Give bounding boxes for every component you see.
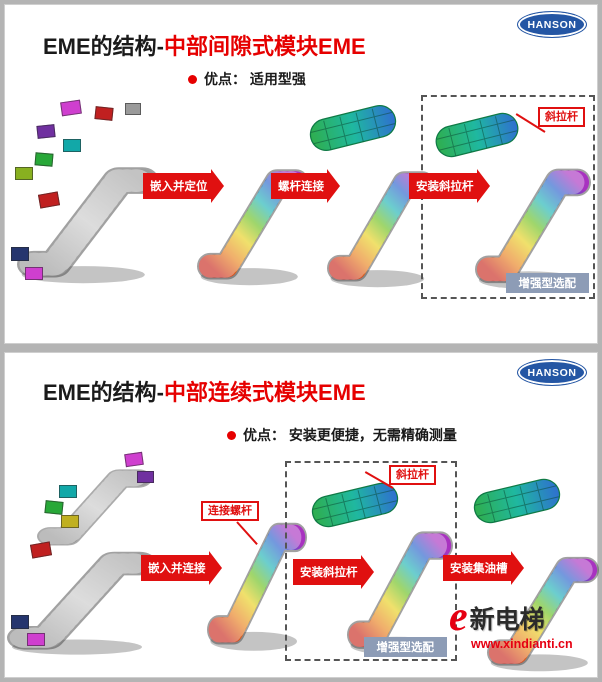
callout-diagonal-rod-label: 斜拉杆 [396, 469, 429, 481]
watermark-brand-row: e 新电梯 [449, 594, 545, 640]
part-red [94, 106, 114, 121]
part-gray [125, 103, 141, 115]
hanson-logo-text: HANSON [527, 18, 577, 31]
xindianti-watermark: e 新电梯 www.xindianti.cn [449, 594, 573, 651]
watermark-url-text: www.xindianti.cn [471, 637, 573, 651]
gray-truss-image [17, 135, 159, 287]
part-navy [11, 247, 29, 261]
part-magenta [25, 267, 43, 280]
enhanced-option-label: 增强型选配 [505, 273, 589, 293]
step-arrow-2-label: 螺杆连接 [278, 181, 324, 193]
part-green [44, 500, 64, 515]
part-magenta [124, 451, 144, 468]
step-arrow-2: 螺杆连接 [271, 173, 327, 199]
enhanced-option-box: 斜拉杆 增强型选配 [421, 95, 595, 299]
enhanced-option-label: 增强型选配 [363, 637, 447, 657]
step-arrow-2-label: 安装斜拉杆 [300, 567, 358, 579]
bullet-icon [188, 74, 197, 84]
part-yellow [61, 515, 79, 528]
step-arrow-1: 嵌入并定位 [143, 173, 211, 199]
hanson-logo: HANSON [517, 11, 587, 38]
deck-module-image [429, 107, 525, 163]
part-purple [36, 124, 56, 139]
color-truss-image-1 [207, 487, 307, 655]
slide2-advantage-text: 优点： 安装更便捷，无需精确测量 [243, 427, 457, 443]
bullet-icon [227, 430, 236, 440]
deck-module-image [305, 477, 405, 533]
callout-connecting-bolt-label: 连接螺杆 [208, 505, 252, 517]
color-truss-image-2 [327, 139, 435, 291]
part-magenta [60, 99, 82, 117]
slide-2: HANSON EME的结构-中部连续式模块EME 优点： 安装更便捷，无需精确测… [4, 352, 599, 678]
slide-1: HANSON EME的结构-中部间隙式模块EME 优点： 适用型强 [4, 4, 598, 344]
enhanced-option-box: 斜拉杆 安装斜拉杆 [285, 461, 457, 661]
deck-module-image [467, 473, 567, 529]
part-green [34, 152, 54, 167]
part-navy [11, 615, 29, 629]
deck-module-image [303, 99, 403, 157]
exploded-parts-image [7, 445, 159, 660]
exploded-parts-image [9, 99, 167, 291]
slide2-title: EME的结构-中部连续式模块EME [43, 375, 366, 407]
slide2-advantage-line: 优点： 安装更便捷，无需精确测量 [227, 425, 457, 445]
step-arrow-3-label: 安装斜拉杆 [416, 181, 474, 193]
callout-diagonal-rod-label: 斜拉杆 [545, 111, 578, 123]
step-arrow-2: 安装斜拉杆 [293, 559, 361, 585]
part-olive [15, 167, 33, 180]
step-arrow-3: 安装集油槽 [443, 555, 511, 581]
color-truss-image-1 [197, 137, 309, 289]
slide1-title-red: 中部间隙式模块EME [164, 34, 366, 59]
slide1-advantage-text: 优点： 适用型强 [204, 71, 306, 87]
step-arrow-1: 嵌入并连接 [141, 555, 209, 581]
part-purple [137, 471, 154, 483]
callout-diagonal-rod: 斜拉杆 [538, 107, 585, 127]
callout-connecting-bolt: 连接螺杆 [201, 501, 259, 521]
step-arrow-1-label: 嵌入并连接 [148, 563, 206, 575]
enhanced-option-label-text: 增强型选配 [376, 642, 435, 654]
step-arrow-3: 安装斜拉杆 [409, 173, 477, 199]
color-truss-image-3 [487, 525, 599, 675]
slide1-advantage-line: 优点： 适用型强 [188, 69, 306, 89]
watermark-brand-text: 新电梯 [469, 606, 545, 634]
slide2-title-red: 中部连续式模块EME [164, 380, 366, 405]
part-magenta [27, 633, 45, 646]
slide2-title-black: EME的结构- [43, 380, 165, 405]
part-teal [59, 485, 77, 498]
callout-diagonal-rod: 斜拉杆 [389, 465, 436, 485]
slide1-title: EME的结构-中部间隙式模块EME [43, 29, 366, 61]
part-teal [63, 139, 81, 152]
step-arrow-1-label: 嵌入并定位 [150, 181, 208, 193]
xindianti-logo-icon: e [449, 594, 468, 640]
enhanced-option-label-text: 增强型选配 [518, 278, 577, 290]
hanson-logo: HANSON [517, 359, 587, 386]
gray-truss-image [37, 447, 152, 552]
slide1-title-black: EME的结构- [43, 34, 165, 59]
step-arrow-3-label: 安装集油槽 [450, 563, 508, 575]
hanson-logo-text: HANSON [527, 366, 577, 379]
